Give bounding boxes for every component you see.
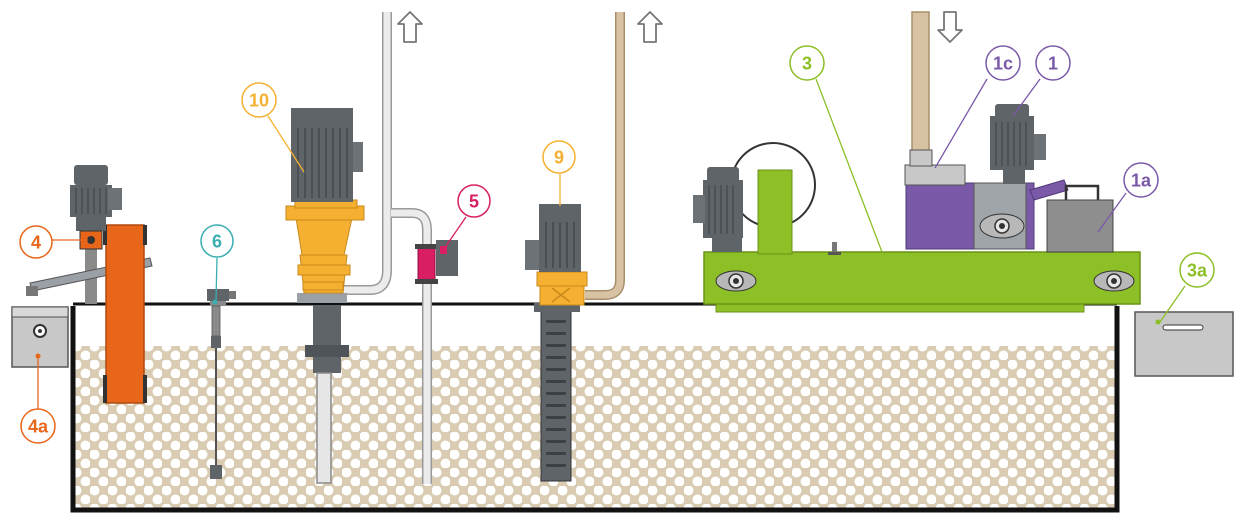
callout-1c: 1c [985,45,1021,81]
bearing-left [715,270,757,292]
callout-5: 5 [457,184,491,218]
arrow-down-icon [937,11,963,43]
level-sensor-6 [207,289,236,479]
filter-box-1a [1046,184,1114,253]
filter-housing-1 [904,104,1069,250]
callout-10: 10 [241,82,277,118]
tank-wall [70,306,1120,513]
callout-9-label: 9 [554,148,564,168]
dirty-inlet-pipe [911,11,930,153]
pump5-pipe [391,208,432,484]
callout-3a: 3a [1179,252,1215,288]
valve-5 [415,240,458,284]
chip-conveyor-4 [26,165,153,404]
callout-3: 3 [789,45,825,81]
callout-6: 6 [200,224,234,258]
callout-3-label: 3 [802,54,812,74]
callout-1a-label: 1a [1131,171,1152,191]
callout-5-label: 5 [469,192,479,212]
chip-container-4a [11,306,69,368]
callout-4a-label: 4a [28,417,49,437]
sludge-fill [74,346,1116,508]
callout-1a: 1a [1123,162,1159,198]
callout-3a-label: 3a [1187,261,1208,281]
submerged-pump-9 [525,204,588,482]
coolant-tank [70,302,1120,513]
leader-lines [37,78,1186,409]
arrow-up-icon [637,11,663,43]
callout-4a: 4a [20,408,56,444]
callout-4: 4 [19,225,53,259]
vertical-pump-10 [285,108,365,484]
bearing-right [1093,270,1135,292]
band-filter-3 [693,142,1141,313]
pump9-pipe [585,12,625,300]
clean-return-pipe [340,12,392,295]
waste-container-3a [1134,311,1234,377]
callout-10-label: 10 [249,91,269,111]
callout-4-label: 4 [31,233,41,253]
callout-6-label: 6 [212,232,222,252]
callout-1c-label: 1c [993,54,1013,74]
callout-9: 9 [542,140,576,174]
arrow-up-icon [397,11,423,43]
callout-1-label: 1 [1048,54,1058,74]
callout-1: 1 [1035,45,1071,81]
